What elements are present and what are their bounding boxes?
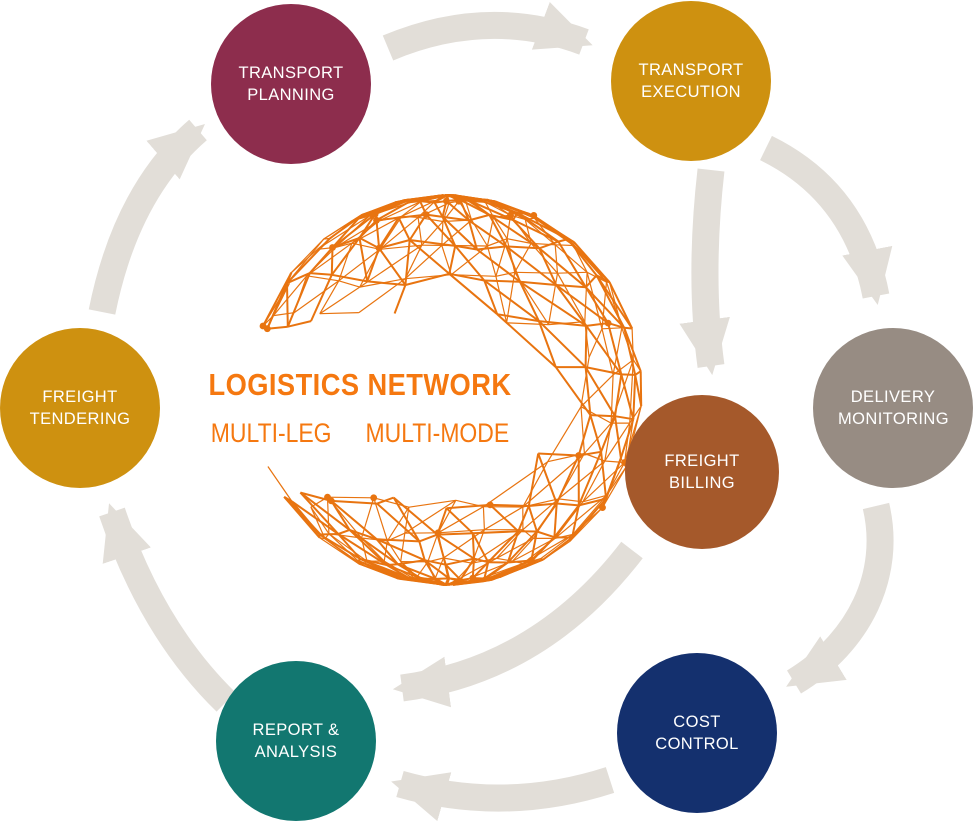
node-report-analysis: REPORT & ANALYSIS [216,661,376,821]
wireframe-globe-icon [259,194,643,586]
arrow-cost-to-report [391,767,615,822]
arrow-report-to-tendering [99,503,236,712]
arrow-monitoring-to-cost [786,502,894,694]
arrow-execution-to-monitoring [759,135,893,306]
center-sub-left: MULTI-LEG [210,418,332,448]
node-label: DELIVERY MONITORING [838,388,949,428]
node-transport-planning: TRANSPORT PLANNING [211,4,371,164]
node-label: REPORT & ANALYSIS [252,721,340,761]
node-label: TRANSPORT EXECUTION [638,61,744,101]
arrow-execution-to-billing [679,168,730,376]
arrow-tendering-to-planning [88,119,207,315]
node-label: FREIGHT TENDERING [29,388,131,428]
node-delivery-monitoring: DELIVERY MONITORING [813,328,973,488]
arrow-planning-to-execution [382,1,593,61]
center-text-block: LOGISTICS NETWORK MULTI-LEG MULTI-MODE [170,366,550,451]
node-label: TRANSPORT PLANNING [238,64,344,104]
node-label: FREIGHT BILLING [664,452,740,492]
node-label: COST CONTROL [655,713,739,753]
center-subheading: MULTI-LEG MULTI-MODE [199,416,522,451]
node-cost-control: COST CONTROL [617,653,777,813]
node-transport-execution: TRANSPORT EXECUTION [611,1,771,161]
center-heading: LOGISTICS NETWORK [208,367,512,402]
center-sub-right: MULTI-MODE [365,418,510,448]
node-freight-billing: FREIGHT BILLING [625,395,779,549]
arrow-billing-to-report [392,541,643,708]
node-freight-tendering: FREIGHT TENDERING [0,328,160,488]
